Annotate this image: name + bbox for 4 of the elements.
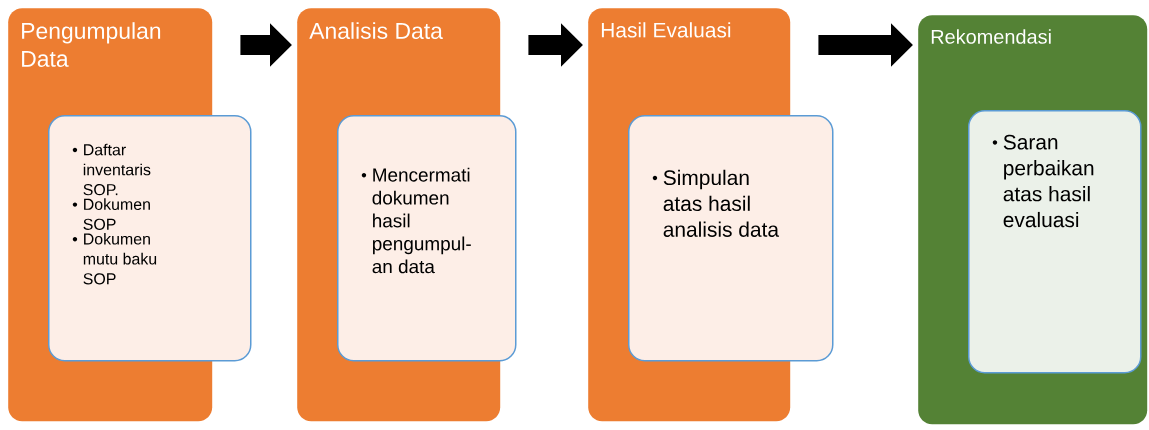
detail-box: Daftar inventaris SOP. Dokumen SOP Dokumen mutu baku SOP	[48, 115, 252, 362]
detail-box: Saran perbaikan atas hasil evaluasi	[968, 110, 1142, 374]
detail-box: Simpulan atas hasil analisis data	[628, 115, 834, 362]
detail-box: Mencermati dokumen hasil pengumpul-an data	[337, 115, 517, 362]
